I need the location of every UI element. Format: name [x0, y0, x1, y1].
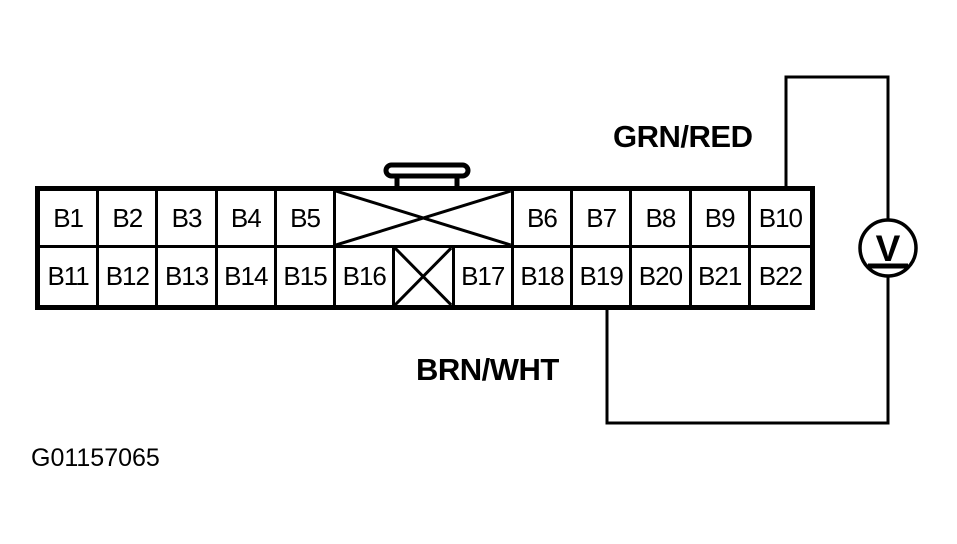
pin-b20: B20: [632, 248, 692, 305]
pin-label: B5: [290, 202, 321, 233]
pin-b9: B9: [691, 191, 751, 248]
pin-label: B15: [283, 261, 327, 291]
pin-b7: B7: [573, 191, 633, 248]
blocked-slot-top: [336, 191, 514, 248]
pin-label: B9: [704, 202, 736, 233]
pin-label: B11: [47, 261, 89, 291]
pin-label: B2: [112, 202, 143, 233]
crossed-out-icon: [336, 191, 511, 245]
pin-label: B17: [461, 261, 505, 291]
voltmeter-symbol: V: [876, 228, 901, 269]
pin-b11: B11: [40, 248, 100, 305]
blocked-slot-bottom: [395, 248, 455, 305]
pin-b14: B14: [218, 248, 277, 305]
pin-label: B19: [579, 261, 624, 291]
pin-label: B4: [230, 202, 262, 233]
pin-b21: B21: [692, 248, 751, 305]
pin-label: B12: [105, 261, 150, 291]
pin-b1: B1: [40, 191, 100, 248]
pin-label: B20: [638, 261, 683, 291]
pin-b3: B3: [158, 191, 218, 248]
pin-label: B7: [586, 202, 617, 233]
pin-label: B1: [53, 202, 84, 233]
pin-b19: B19: [573, 248, 633, 305]
pin-b17: B17: [455, 248, 514, 305]
pin-label: B21: [698, 261, 742, 291]
pin-label: B6: [527, 202, 558, 233]
pin-b15: B15: [277, 248, 337, 305]
pin-b10: B10: [750, 191, 810, 248]
wire-label-brn-wht: BRN/WHT: [416, 352, 559, 387]
crossed-out-icon: [395, 248, 451, 305]
pin-label: B10: [758, 202, 803, 233]
pin-b8: B8: [632, 191, 692, 248]
pin-b13: B13: [158, 248, 218, 305]
figure-id: G01157065: [31, 444, 160, 472]
pin-b6: B6: [513, 191, 574, 248]
pin-label: B16: [342, 261, 387, 291]
pin-b4: B4: [217, 191, 277, 248]
pin-b5: B5: [276, 191, 337, 248]
pin-b2: B2: [99, 191, 159, 248]
pin-b16: B16: [336, 248, 396, 305]
pin-b18: B18: [514, 248, 574, 305]
pin-label: B3: [171, 202, 203, 233]
pin-b22: B22: [751, 248, 810, 305]
pin-label: B14: [224, 261, 268, 291]
voltmeter-icon: V: [858, 218, 918, 278]
pin-b12: B12: [99, 248, 159, 305]
wire-label-grn-red: GRN/RED: [613, 119, 753, 154]
pin-label: B13: [164, 261, 209, 291]
pin-label: B18: [520, 261, 564, 291]
pin-label: B8: [645, 202, 677, 233]
pin-label: B22: [758, 261, 803, 291]
connector-block: B1 B2 B3 B4 B5 B6 B7 B8 B9 B10 B11 B12 B…: [35, 186, 815, 310]
